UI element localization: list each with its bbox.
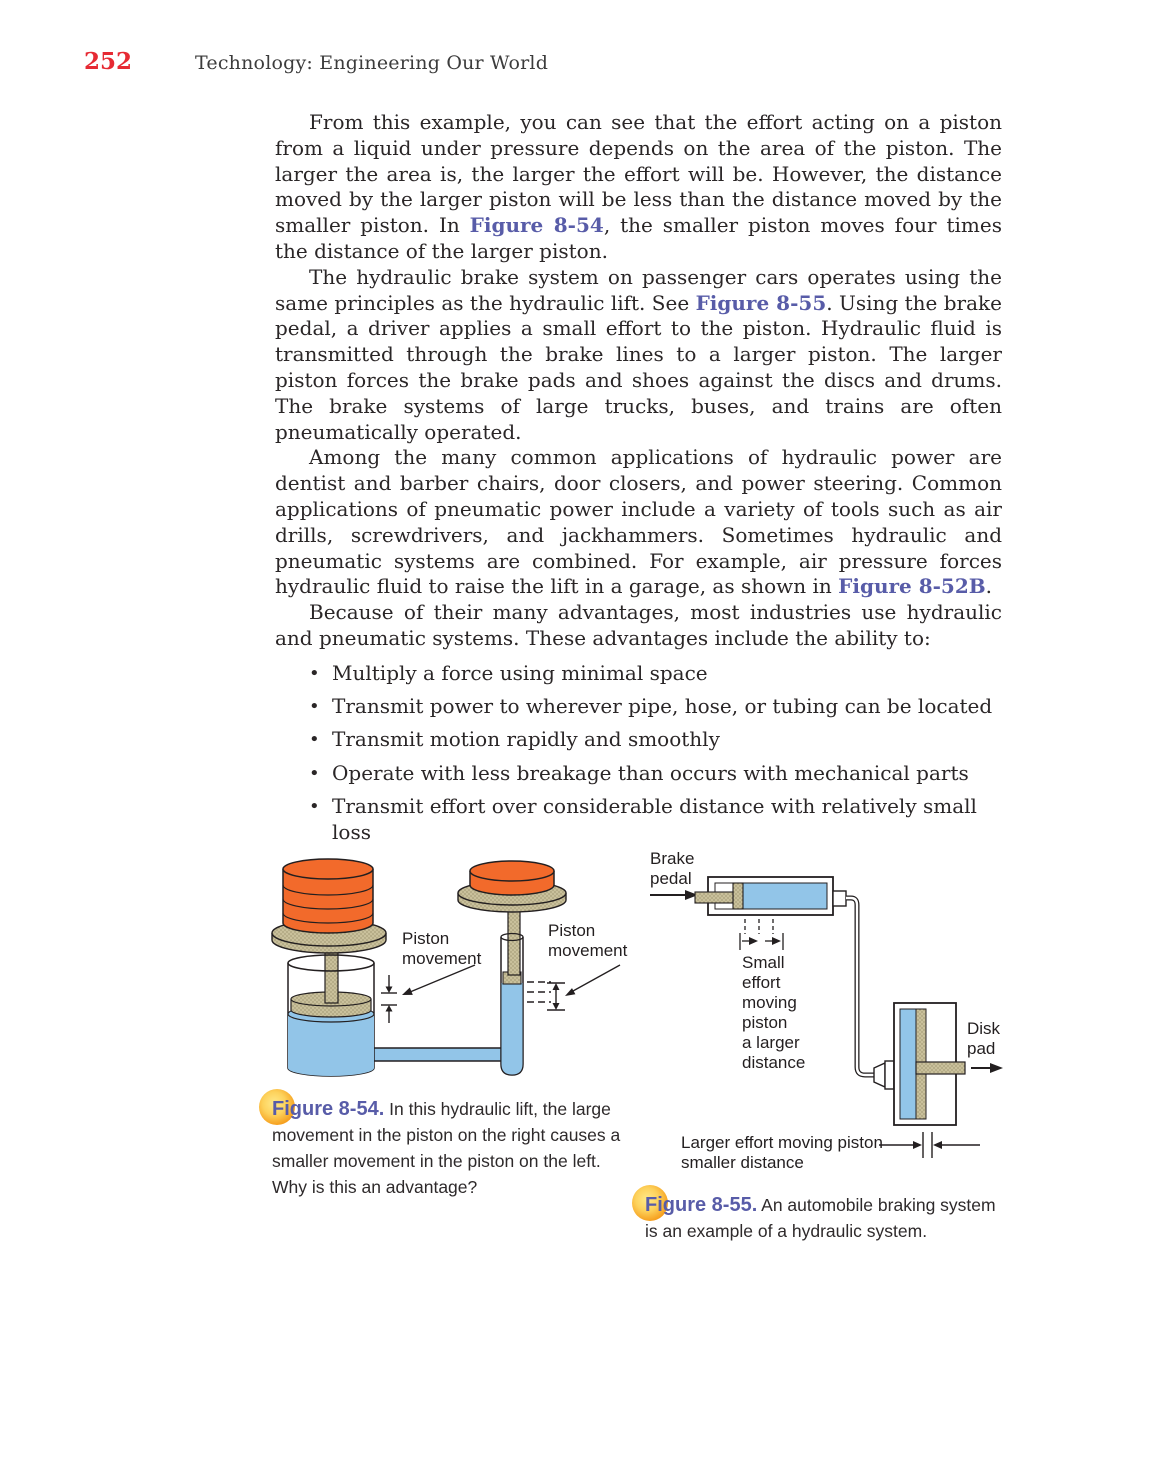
figure-reference: Figure 8-55: [695, 290, 827, 315]
figure-54-caption: Figure 8-54. In this hydraulic lift, the…: [259, 1089, 624, 1200]
small-effort-label: Small effort moving piston a larger dist…: [742, 953, 806, 1072]
master-cylinder: [694, 876, 847, 916]
single-weight-disc: [469, 860, 555, 896]
advantage-list-item: Transmit motion rapidly and smoothly: [309, 727, 1002, 753]
advantage-list-item: Transmit power to wherever pipe, hose, o…: [309, 694, 1002, 720]
piston-movement-left-label: Piston movement: [402, 929, 482, 968]
figure-54-caption-text: In this hydraulic lift, the large moveme…: [272, 1099, 621, 1197]
figure-55-caption: Figure 8-55. An automobile braking syste…: [632, 1185, 1011, 1244]
piston-movement-right-label: Piston movement: [548, 921, 628, 960]
advantage-list-item: Multiply a force using minimal space: [309, 661, 1002, 687]
advantage-list-item: Transmit effort over considerable distan…: [309, 794, 1002, 846]
paragraph: Among the many common applications of hy…: [275, 445, 1002, 599]
figure-55-braking-system: Brake pedal Small effort moving piston a…: [645, 843, 1045, 1183]
brake-line: [846, 895, 895, 1090]
figure-reference: Figure 8-52B: [838, 574, 986, 599]
small-effort-dimension: [739, 919, 784, 950]
braking-system-diagram: [650, 876, 1003, 1158]
caption-ball-icon: [632, 1185, 668, 1221]
running-title: Technology: Engineering Our World: [195, 52, 549, 74]
body-text: From this example, you can see that the …: [275, 110, 1002, 853]
stacked-weights: [282, 858, 374, 934]
figure-55-caption-text: An automobile braking system is an examp…: [645, 1195, 996, 1241]
large-piston-assembly: [271, 858, 387, 1077]
caption-ball-icon: [259, 1089, 295, 1125]
page-number: 252: [84, 48, 133, 75]
brake-pedal-arrow: [650, 890, 698, 900]
hydraulic-lift-diagram: [271, 858, 621, 1077]
paragraph: From this example, you can see that the …: [275, 110, 1002, 263]
advantage-list-item: Operate with less breakage than occurs w…: [309, 761, 1002, 787]
paragraph: Because of their many advantages, most i…: [275, 600, 1002, 650]
figure-reference: Figure 8-54: [469, 213, 604, 238]
figure-54-caption-label: Figure 8-54.: [272, 1098, 385, 1120]
caliper-cylinder: [893, 1002, 1003, 1126]
brake-pedal-label: Brake pedal: [650, 849, 695, 888]
small-piston-assembly: [457, 860, 567, 1076]
larger-effort-dimension: [879, 1132, 980, 1158]
figure-55-caption-label: Figure 8-55.: [645, 1194, 758, 1216]
figure-54-hydraulic-lift: Piston movement Piston movement: [270, 843, 660, 1093]
disk-pad-label: Disk pad: [967, 1019, 1001, 1058]
advantages-list: Multiply a force using minimal spaceTran…: [275, 661, 1002, 846]
larger-effort-label: Larger effort moving piston smaller dist…: [681, 1133, 883, 1172]
large-movement-dimension: [527, 964, 621, 1011]
connecting-pipe: [364, 1047, 512, 1062]
small-movement-dimension: [381, 964, 476, 1023]
paragraph: The hydraulic brake system on passenger …: [275, 264, 1002, 444]
